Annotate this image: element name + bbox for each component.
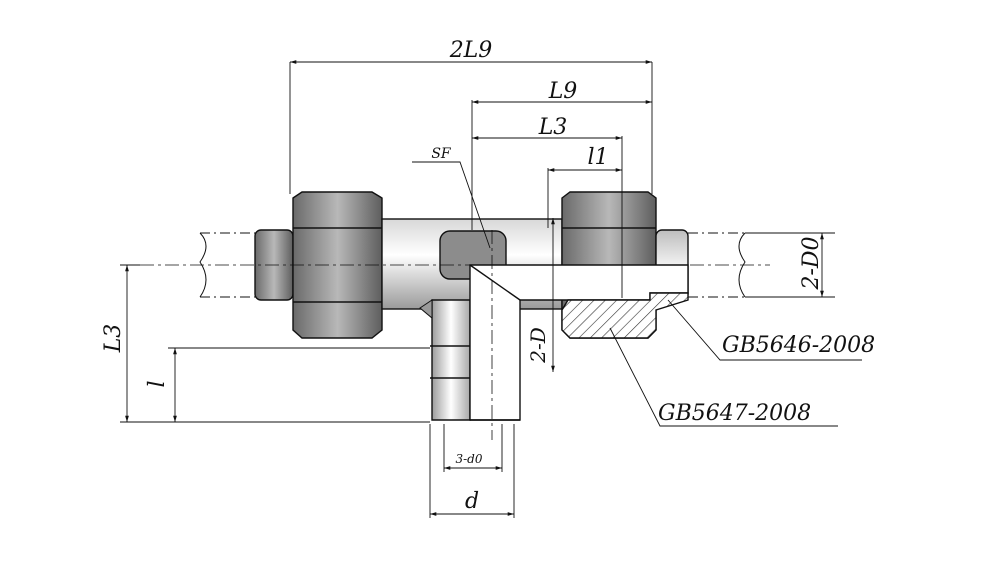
dimension-lines — [120, 60, 835, 518]
dim-l1-label: l1 — [587, 145, 608, 170]
dim-d-label: d — [465, 489, 479, 514]
branch-stub — [431, 299, 471, 421]
dim-2l9-label: 2L9 — [449, 38, 493, 63]
callout-sf-label: SF — [431, 146, 452, 162]
callout-gb5647-label: GB5647-2008 — [658, 401, 811, 426]
centre-lines — [140, 230, 770, 440]
dim-l3-left-label: L3 — [101, 324, 126, 354]
dim-2d0-right-label: 2-D0 — [799, 236, 824, 290]
dim-3d0-label: 3-d0 — [455, 452, 482, 466]
leader-lines — [412, 161, 862, 427]
dim-l-left-label: l — [145, 380, 170, 387]
dim-2d-label: 2-D — [526, 327, 550, 364]
dim-l3-top-label: L3 — [538, 115, 568, 140]
fitting-body — [199, 191, 746, 421]
callout-gb5646-label: GB5646-2008 — [722, 333, 875, 358]
dim-l9-label: L9 — [548, 79, 578, 104]
hatched-section — [561, 292, 689, 339]
